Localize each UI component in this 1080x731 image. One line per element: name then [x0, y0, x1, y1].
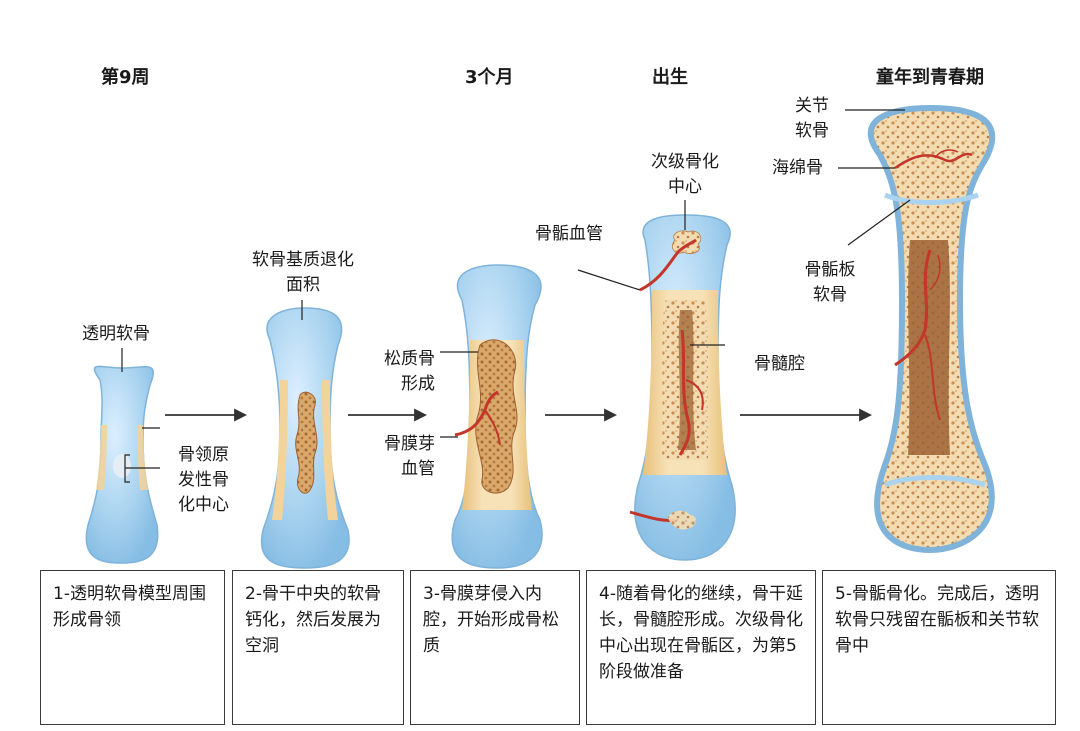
label-spongy-bone-2: 形成: [401, 374, 435, 394]
bone-stage-1: [85, 365, 159, 564]
leader-lines: [121, 109, 911, 483]
label-bone-collar-2: 发性骨: [178, 470, 229, 490]
label-hyaline-cartilage: 透明软骨: [82, 324, 150, 344]
label-periosteal-bud-1: 骨膜芽: [384, 434, 435, 454]
step-text-4: 4-随着骨化的继续，骨干延长，骨髓腔形成。次级骨化中心出现在骨骺区，为第5阶段做…: [599, 584, 803, 682]
stage-arrows: [165, 408, 873, 422]
step-box-3: 3-骨膜芽侵入内腔，开始形成骨松质: [410, 570, 580, 725]
step-box-1: 1-透明软骨模型周围形成骨领: [40, 570, 225, 725]
label-secondary-center-1: 次级骨化: [651, 152, 719, 172]
label-spongy-bone-1: 松质骨: [384, 349, 435, 369]
label-cartilage-degeneration-1: 软骨基质退化: [252, 250, 354, 270]
step-box-4: 4-随着骨化的继续，骨干延长，骨髓腔形成。次级骨化中心出现在骨骺区，为第5阶段做…: [586, 570, 816, 725]
label-spongy-bone-adult: 海绵骨: [772, 158, 823, 178]
label-epiphyseal-plate-1: 骨骺板: [804, 260, 856, 280]
step-box-5: 5-骨骺骨化。完成后，透明软骨只残留在骺板和关节软骨中: [822, 570, 1056, 725]
bone-stage-2: [260, 307, 350, 569]
label-medullary-cavity: 骨髓腔: [754, 354, 805, 374]
bone-stage-3: [451, 264, 543, 569]
stage-header-3months: 3个月: [465, 67, 514, 88]
label-bone-collar-1: 骨领原: [178, 445, 229, 465]
step-text-1: 1-透明软骨模型周围形成骨领: [53, 584, 206, 630]
label-epiphyseal-vessel: 骨骺血管: [535, 224, 603, 244]
label-secondary-center-2: 中心: [668, 177, 702, 197]
label-bone-collar-3: 化中心: [178, 495, 229, 515]
label-cartilage-degeneration-2: 面积: [286, 275, 320, 295]
label-articular-cartilage-2: 软骨: [795, 121, 829, 141]
bone-stage-4: [629, 214, 736, 561]
bone-stage-5: [867, 104, 996, 554]
stage-header-week9: 第9周: [101, 67, 150, 88]
step-text-5: 5-骨骺骨化。完成后，透明软骨只残留在骺板和关节软骨中: [835, 584, 1039, 656]
step-text-3: 3-骨膜芽侵入内腔，开始形成骨松质: [423, 584, 559, 656]
step-text-2: 2-骨干中央的软骨钙化，然后发展为空洞: [245, 584, 381, 656]
label-epiphyseal-plate-2: 软骨: [813, 285, 847, 305]
stage-header-birth: 出生: [652, 67, 688, 88]
label-periosteal-bud-2: 血管: [401, 459, 435, 479]
stage-header-childhood: 童年到青春期: [876, 67, 984, 88]
label-articular-cartilage-1: 关节: [795, 96, 829, 116]
step-box-2: 2-骨干中央的软骨钙化，然后发展为空洞: [232, 570, 404, 725]
